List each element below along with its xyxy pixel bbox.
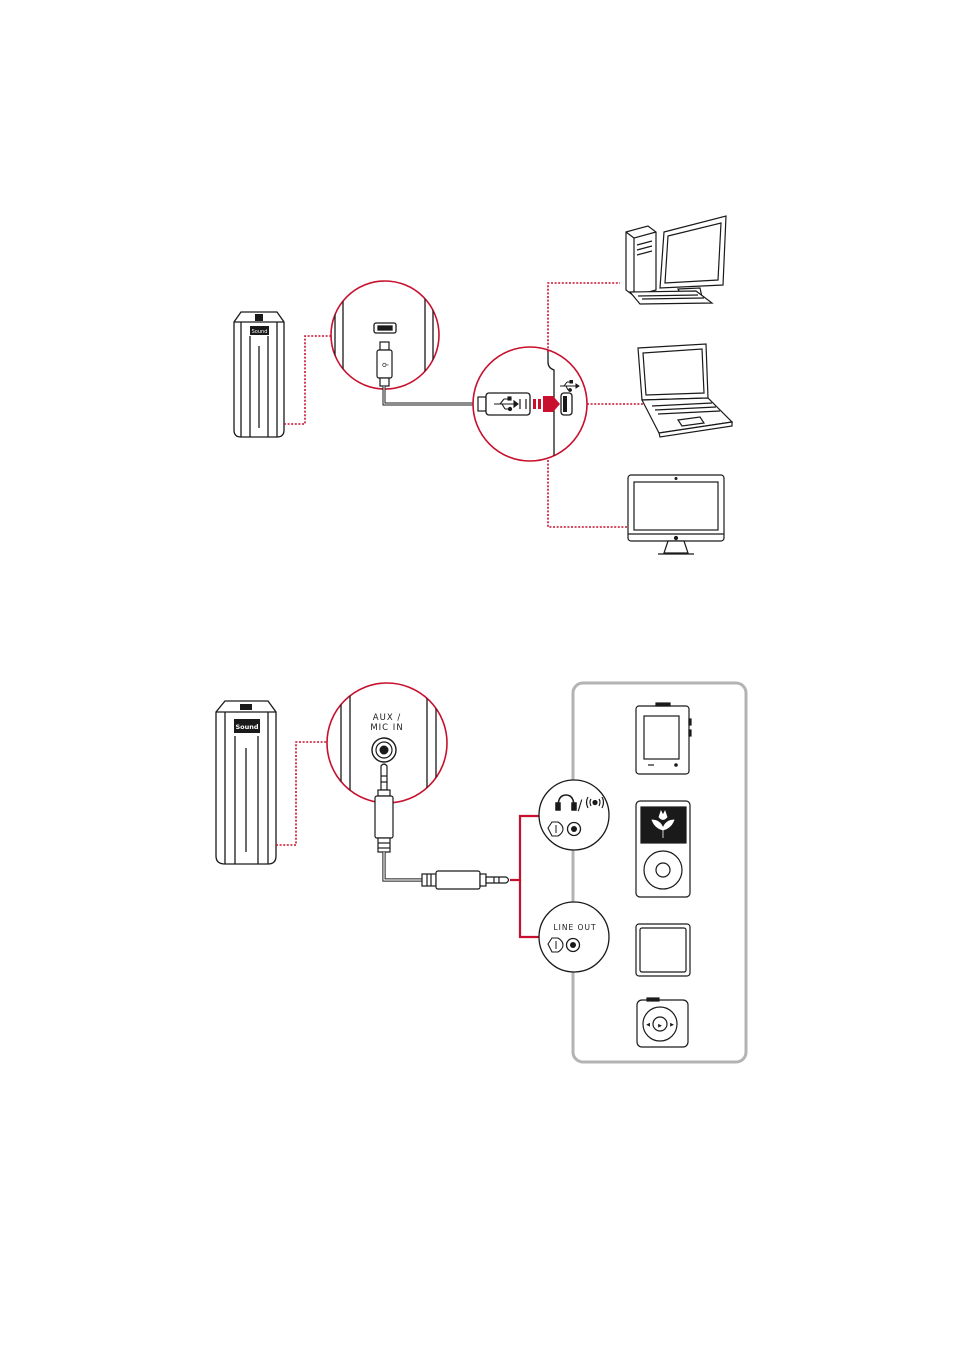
leader-line-micro-usb (284, 336, 331, 424)
micro-usb-port-zoom: ⚲ (331, 281, 439, 390)
ipod-classic-icon (636, 801, 690, 897)
headphone-port-divider: / (578, 798, 583, 814)
audio-plug-horizontal (422, 871, 509, 889)
usb-connection-section: Sound ⚲ (234, 216, 732, 554)
ipod-shuffle-icon: ▶ ◀ ▶ (637, 998, 688, 1047)
headphone-port-zoom: / (539, 780, 609, 850)
desktop-computer-icon (626, 216, 726, 304)
speaker-brand-label: Sound (235, 723, 258, 731)
svg-text:▶: ▶ (658, 1023, 662, 1029)
speaker-unit: Sound (234, 312, 284, 437)
usb-icon: ⚲ (382, 362, 390, 367)
aux-jack-label-line2: MIC IN (370, 723, 403, 733)
all-in-one-computer-icon (628, 475, 724, 554)
laptop-icon (638, 344, 732, 437)
svg-text:▶: ▶ (670, 1022, 674, 1028)
leader-line-aux (276, 742, 328, 845)
aux-connection-section: Sound AUX / MIC IN (216, 683, 746, 1062)
line-out-port-zoom: LINE OUT (539, 902, 609, 972)
usb-cable (384, 386, 478, 404)
ipod-nano-icon (636, 924, 690, 976)
svg-text:◀: ◀ (646, 1022, 650, 1028)
line-out-label: LINE OUT (553, 923, 596, 932)
usb-a-port-zoom (473, 346, 587, 470)
audio-cable (384, 852, 422, 880)
speaker-brand-label: Sound (252, 329, 268, 335)
portable-media-player-icon (636, 703, 691, 774)
speaker-unit: Sound (216, 701, 276, 864)
aux-jack-label-line1: AUX / (373, 713, 401, 723)
